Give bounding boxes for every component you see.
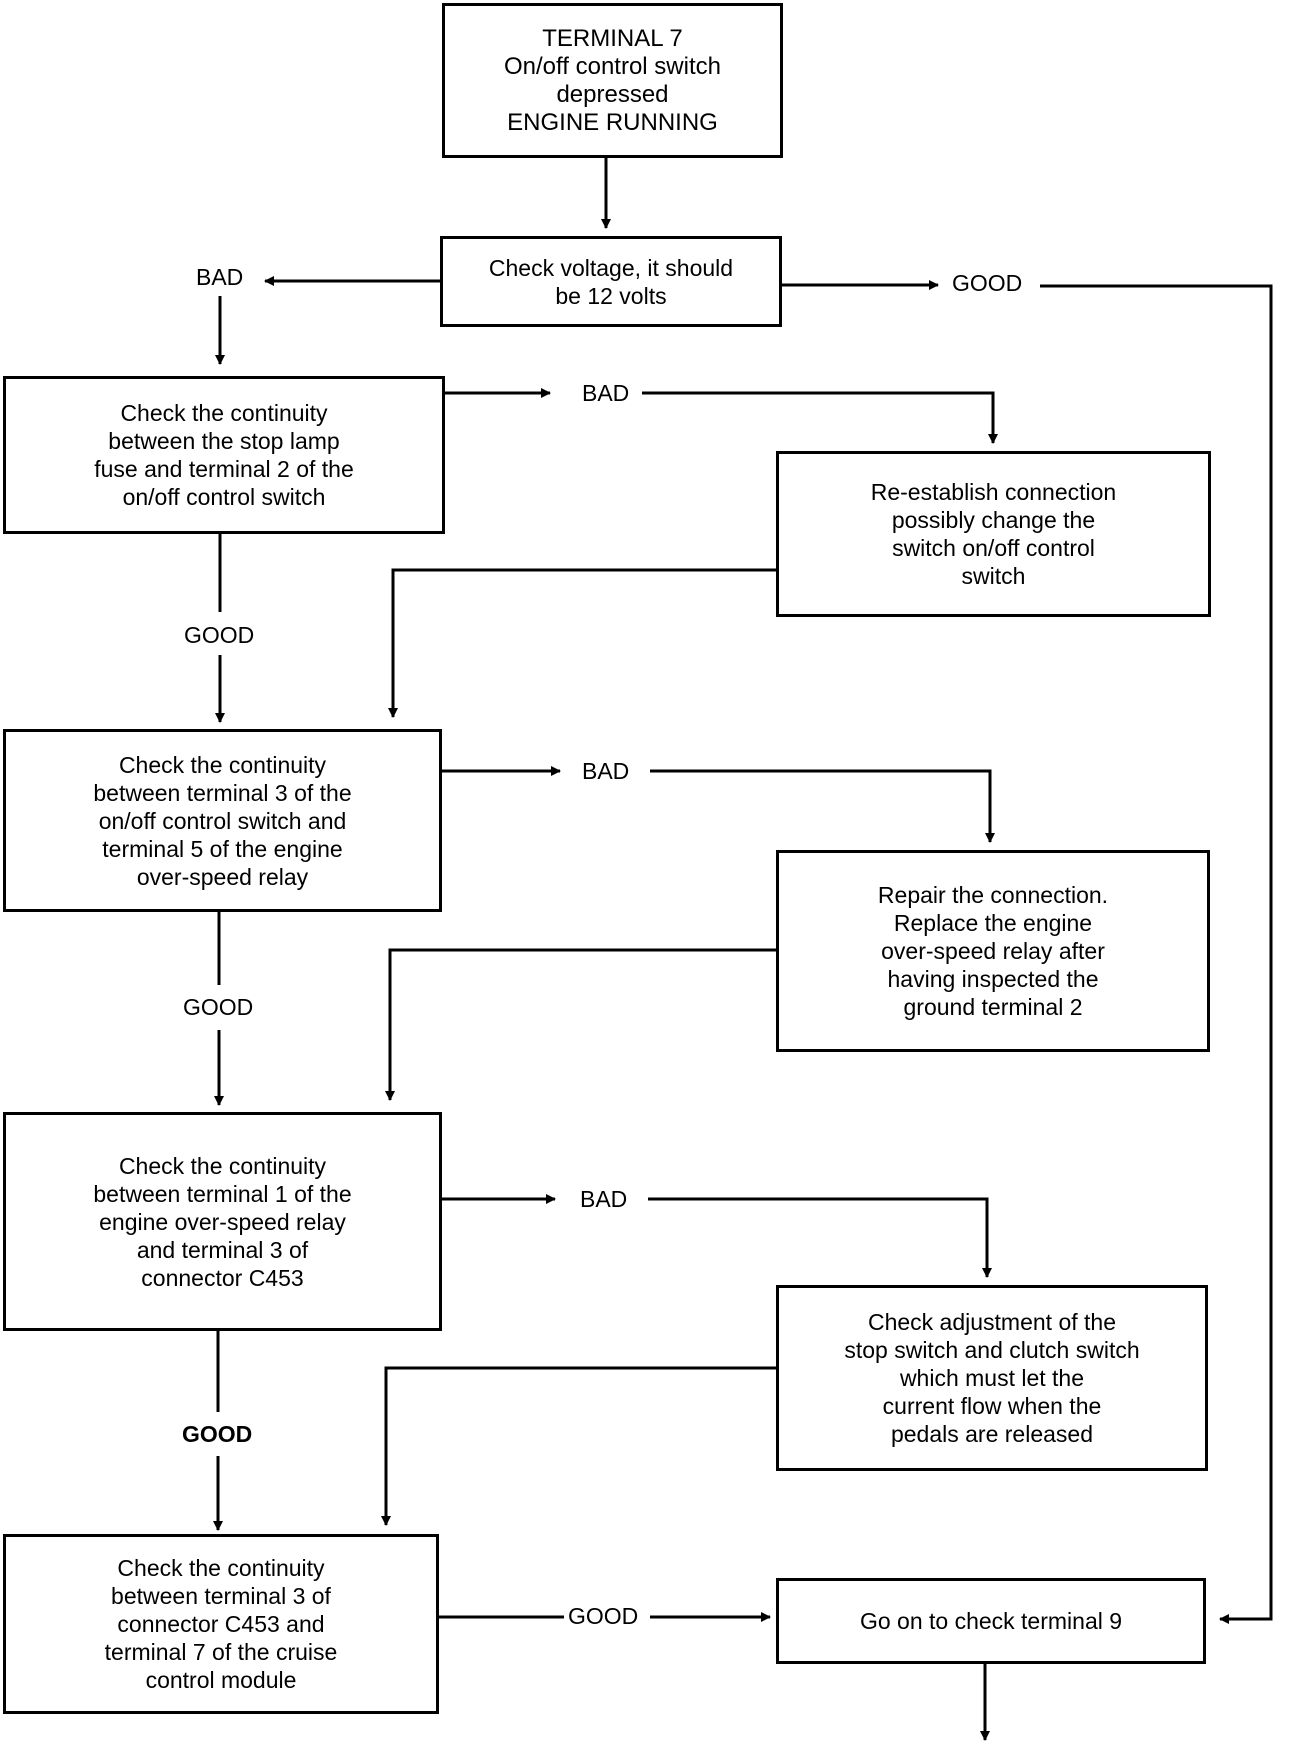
node-term3-line-1: Check the continuity: [118, 751, 327, 778]
arrow-stoplamp-bad-to-reestablish: [642, 391, 998, 444]
node-reestablish-line-4: switch: [961, 563, 1026, 589]
arrow-term3-bad-to-repair: [650, 769, 995, 843]
node-voltage: Check voltage, it should be 12 volts: [440, 236, 782, 327]
node-stoplamp-line-4: on/off control switch: [122, 484, 326, 510]
node-term3-line-3: on/off control switch and: [98, 807, 347, 834]
node-term1-line-2: between terminal 1 of the: [93, 1180, 352, 1207]
arrow-repair-to-term1: [385, 948, 776, 1101]
label-voltage-bad: BAD: [192, 264, 248, 290]
node-reestablish-line-3: switch on/off control: [892, 535, 1095, 561]
node-adjust-line-3: which must let the: [899, 1365, 1085, 1391]
node-term1-line-5: connector C453: [141, 1264, 304, 1291]
node-repair-line-5: ground terminal 2: [903, 994, 1083, 1020]
node-reestablish: Re-establish connection possibly change …: [776, 451, 1211, 617]
arrow-reestablish-to-term3: [388, 568, 777, 718]
node-c453-line-5: control module: [145, 1667, 297, 1693]
node-start-line-4: ENGINE RUNNING: [507, 108, 718, 136]
label-stoplamp-bad: BAD: [578, 380, 634, 406]
label-term1-bad: BAD: [576, 1186, 632, 1212]
node-adjust-line-4: current flow when the: [882, 1393, 1102, 1419]
node-stoplamp-line-3: fuse and terminal 2 of the: [94, 456, 354, 482]
node-adjust-line-1: Check adjustment of the: [867, 1309, 1116, 1335]
label-term1-good: GOOD: [178, 1421, 257, 1447]
label-stoplamp-good: GOOD: [180, 622, 259, 648]
node-start: TERMINAL 7 On/off control switch depress…: [442, 3, 783, 158]
arrow-good-rail-to-goon: [1040, 284, 1273, 1624]
node-adjust: Check adjustment of the stop switch and …: [776, 1285, 1208, 1471]
node-repair-line-3: over-speed relay after: [881, 938, 1105, 964]
node-start-line-3: depressed: [556, 80, 669, 108]
node-repair-line-4: having inspected the: [887, 966, 1099, 992]
node-term3-line-4: terminal 5 of the engine: [102, 835, 343, 862]
node-term1-line-4: and terminal 3 of: [136, 1236, 309, 1263]
node-start-line-2: On/off control switch: [504, 52, 721, 80]
arrow-adjust-to-c453: [381, 1366, 776, 1526]
node-term1: Check the continuity between terminal 1 …: [3, 1112, 442, 1331]
node-goon-line-1: Go on to check terminal 9: [859, 1608, 1123, 1634]
label-c453-good: GOOD: [564, 1603, 643, 1629]
label-term3-good: GOOD: [179, 994, 258, 1020]
node-c453-line-1: Check the continuity: [117, 1555, 325, 1581]
label-voltage-good: GOOD: [948, 270, 1027, 296]
node-c453: Check the continuity between terminal 3 …: [3, 1534, 439, 1714]
node-repair: Repair the connection. Replace the engin…: [776, 850, 1210, 1052]
node-voltage-line-2: be 12 volts: [555, 282, 667, 309]
arrow-term1-bad-to-adjust: [648, 1197, 992, 1278]
node-term3-line-5: over-speed relay: [136, 863, 309, 890]
node-reestablish-line-1: Re-establish connection: [870, 479, 1117, 505]
node-stoplamp: Check the continuity between the stop la…: [3, 376, 445, 534]
node-stoplamp-line-1: Check the continuity: [120, 400, 328, 426]
node-repair-line-1: Repair the connection.: [877, 882, 1109, 908]
node-repair-line-2: Replace the engine: [893, 910, 1093, 936]
node-term3: Check the continuity between terminal 3 …: [3, 729, 442, 912]
node-stoplamp-line-2: between the stop lamp: [108, 428, 340, 454]
node-adjust-line-5: pedals are released: [890, 1421, 1093, 1447]
node-c453-line-4: terminal 7 of the cruise: [104, 1639, 338, 1665]
node-goon: Go on to check terminal 9: [776, 1578, 1206, 1664]
node-c453-line-3: connector C453 and: [117, 1611, 325, 1637]
node-term1-line-1: Check the continuity: [118, 1152, 327, 1179]
node-adjust-line-2: stop switch and clutch switch: [844, 1337, 1140, 1363]
node-start-line-1: TERMINAL 7: [542, 24, 683, 52]
label-term3-bad: BAD: [578, 758, 634, 784]
node-c453-line-2: between terminal 3 of: [111, 1583, 331, 1609]
node-term1-line-3: engine over-speed relay: [99, 1208, 346, 1235]
node-term3-line-2: between terminal 3 of the: [93, 779, 352, 806]
node-reestablish-line-2: possibly change the: [891, 507, 1096, 533]
node-voltage-line-1: Check voltage, it should: [488, 254, 734, 281]
